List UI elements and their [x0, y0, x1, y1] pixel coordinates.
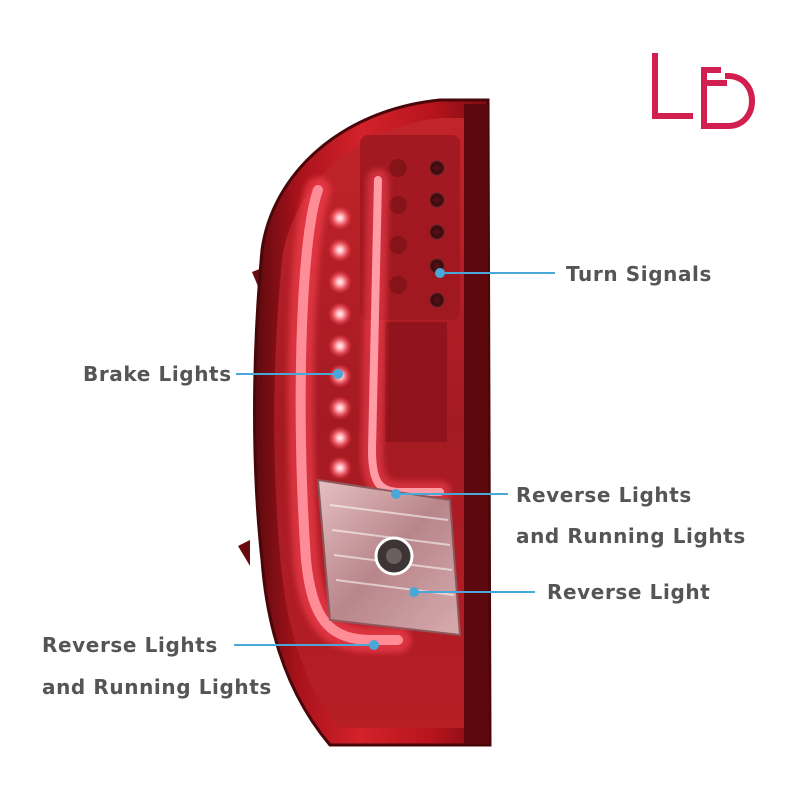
reverse-running-lower-line2: and Running Lights: [42, 675, 272, 699]
reflector-block: [385, 322, 447, 442]
reverse-running-upper-line2: and Running Lights: [516, 524, 746, 548]
led-logo: [652, 53, 755, 130]
brake-leds: [328, 206, 352, 480]
lamp-edge-strip: [464, 104, 488, 744]
brake-lights-label: Brake Lights: [83, 362, 232, 386]
mount-tab-lower: [238, 540, 250, 566]
callout-leaders: [234, 268, 555, 650]
reverse-light-label: Reverse Light: [547, 580, 711, 604]
reverse-running-lower-line1: Reverse Lights: [42, 633, 218, 657]
turn-signal-leds: [389, 159, 445, 308]
turn-signals-label: Turn Signals: [566, 262, 713, 286]
reverse-running-upper-line1: Reverse Lights: [516, 483, 692, 507]
